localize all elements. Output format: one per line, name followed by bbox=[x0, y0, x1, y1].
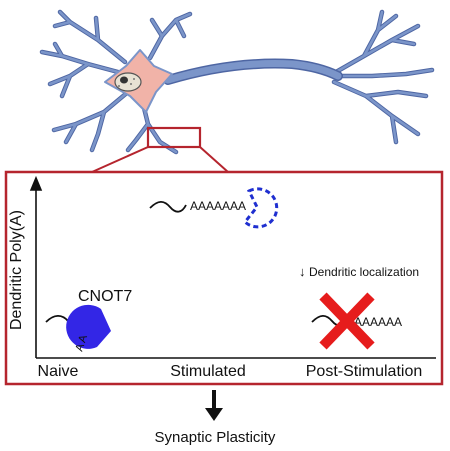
localization-note: Dendritic localization bbox=[309, 265, 419, 279]
stimulated-group: AAAAAAA bbox=[149, 187, 279, 229]
condition-label-stimulated: Stimulated bbox=[170, 363, 246, 380]
y-axis-arrowhead bbox=[29, 175, 43, 191]
outcome-label: Synaptic Plasticity bbox=[155, 429, 276, 446]
zoom-box bbox=[146, 126, 202, 149]
dendrites bbox=[39, 9, 435, 155]
naive-group: AA CNOT7 A A bbox=[45, 288, 132, 353]
zoom-lines bbox=[91, 146, 229, 173]
red-x-mark bbox=[319, 292, 375, 350]
cnot7-label: CNOT7 bbox=[78, 288, 132, 305]
dendrites-fill bbox=[40, 10, 434, 154]
cleaved-adenines: A A bbox=[73, 333, 90, 353]
inset-panel bbox=[4, 170, 444, 386]
cnot7-enzyme bbox=[66, 304, 111, 349]
post-stimulation-group: ↓ Dendritic localization AAAAAA bbox=[299, 264, 419, 350]
localization-note-arrow: ↓ bbox=[299, 264, 306, 279]
mrna-strand-stimulated bbox=[149, 200, 187, 213]
neuron-illustration bbox=[39, 9, 435, 155]
y-axis-label: Dendritic Poly(A) bbox=[8, 210, 25, 330]
outcome-arrow bbox=[205, 390, 223, 421]
axon-fill bbox=[164, 60, 342, 84]
axes bbox=[29, 175, 436, 359]
cnot7-enzyme-dashed bbox=[242, 187, 279, 229]
condition-label-naive: Naive bbox=[38, 363, 79, 380]
stimulated-tail: AAAAAAA bbox=[190, 199, 246, 213]
condition-label-post-stimulation: Post-Stimulation bbox=[306, 363, 423, 380]
post-stimulation-tail: AAAAAA bbox=[354, 315, 402, 329]
nucleus bbox=[114, 72, 142, 92]
